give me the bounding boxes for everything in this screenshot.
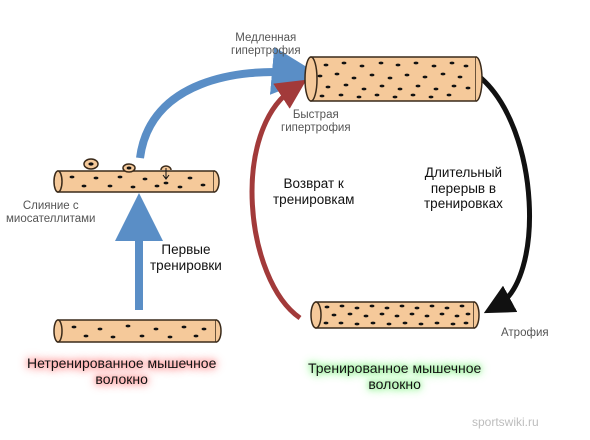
satellite-cell [122, 163, 136, 173]
label-return-to-training: Возврат к тренировкам [273, 176, 355, 207]
fiber-satellite-fusion [53, 158, 220, 193]
label-long-break: Длительный перерыв в тренировках [424, 165, 503, 212]
caption-untrained-fiber: Нетренированное мышечное волокно [27, 355, 217, 388]
fiber-trained [310, 301, 480, 329]
label-slow-hypertrophy: Медленная гипертрофия [231, 32, 301, 58]
fiber-hypertrophied [304, 56, 483, 102]
watermark: sportswiki.ru [472, 415, 539, 429]
satellite-cell-merging [160, 165, 172, 180]
arrow-long-break [479, 76, 532, 314]
label-first-trainings: Первые тренировки [150, 242, 222, 273]
arrow-return-to-training [249, 79, 307, 321]
label-atrophy: Атрофия [501, 327, 549, 339]
caption-trained-fiber: Тренированное мышечное волокно [308, 360, 482, 393]
satellite-cell [83, 158, 99, 170]
label-satellite-fusion: Слияние с миосателлитами [6, 200, 96, 226]
arrow-slow-hypertrophy [136, 46, 320, 159]
label-fast-hypertrophy: Быстрая гипертрофия [281, 109, 351, 135]
fiber-untrained [53, 319, 222, 343]
